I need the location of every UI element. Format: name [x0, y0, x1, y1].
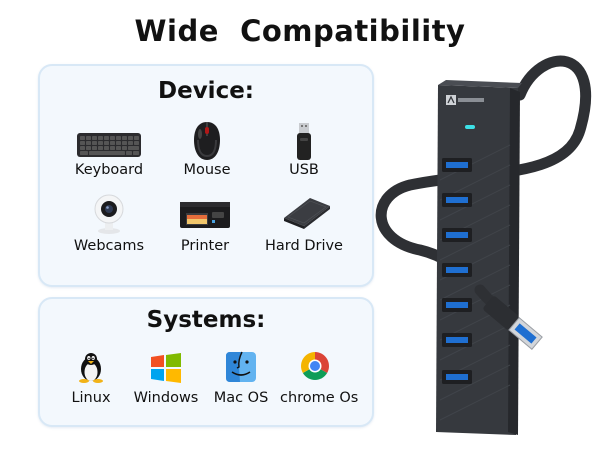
- systems-heading: Systems:: [146, 307, 266, 333]
- usb-plug: [483, 296, 543, 350]
- hub-body: [436, 80, 522, 435]
- hard-drive-icon: [284, 198, 330, 229]
- device-item-webcam: Webcams: [74, 192, 144, 254]
- webcam-icon: [94, 194, 124, 234]
- system-item-windows: Windows: [134, 353, 198, 409]
- system-item-chromeos: chrome Os: [280, 351, 358, 409]
- device-heading: Device:: [158, 78, 254, 104]
- usb-hub-image: [370, 40, 600, 440]
- device-label-webcams: Webcams: [73, 238, 145, 254]
- page-title: Wide Compatibility: [134, 14, 466, 48]
- systems-panel: Systems: Linux Windows: [38, 297, 374, 427]
- system-item-macos: Mac OS: [214, 351, 268, 409]
- device-item-mouse: Mouse: [183, 118, 231, 178]
- mouse-icon: [194, 122, 220, 160]
- device-label-mouse: Mouse: [183, 162, 231, 178]
- system-label-macos: Mac OS: [213, 390, 269, 406]
- printer-icon: [180, 202, 230, 228]
- device-item-keyboard: Keyboard: [75, 128, 143, 178]
- device-label-keyboard: Keyboard: [74, 162, 144, 178]
- system-item-linux: Linux: [71, 351, 111, 409]
- device-item-printer: Printer: [178, 196, 232, 254]
- system-label-linux: Linux: [71, 390, 111, 406]
- chrome-icon: [301, 352, 329, 380]
- device-label-printer: Printer: [180, 238, 230, 254]
- device-panel: Device: Keyboard Mouse: [38, 64, 374, 287]
- windows-icon: [151, 353, 181, 383]
- keyboard-icon: [77, 133, 141, 157]
- device-label-hard-drive: Hard Drive: [265, 238, 343, 254]
- device-item-usb: USB: [289, 118, 319, 178]
- macos-icon: [226, 351, 256, 382]
- system-label-chromeos: chrome Os: [280, 390, 359, 406]
- device-item-hard-drive: Hard Drive: [265, 194, 343, 254]
- linux-icon: [79, 353, 103, 383]
- hub-ports: [442, 158, 472, 384]
- device-label-usb: USB: [289, 162, 319, 178]
- system-label-windows: Windows: [133, 390, 199, 406]
- usb-drive-icon: [297, 123, 311, 160]
